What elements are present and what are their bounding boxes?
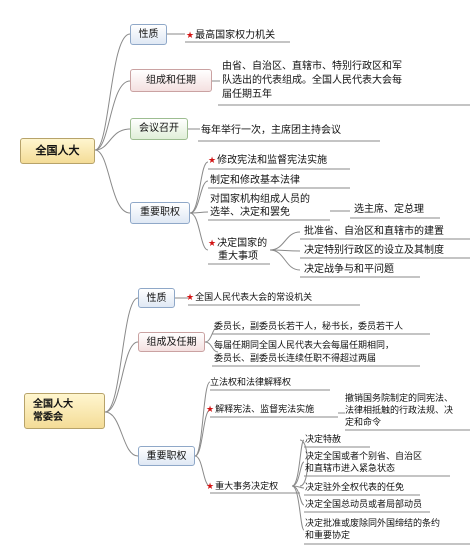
star-icon: ★ [206,482,215,492]
category-powers-label: 重要职权 [140,207,180,218]
decide-item-3: 决定战争与和平问题 [304,264,394,275]
root-npc[interactable]: 全国人大 [20,138,95,164]
category-sc-composition-label: 组成及任期 [146,337,197,348]
category-sc-powers-label: 重要职权 [146,451,187,462]
decide-item-2: 决定特别行政区的设立及其制度 [304,245,444,256]
star-icon: ★ [186,293,195,303]
category-powers[interactable]: 重要职权 [130,202,190,224]
power-decide-1: ★决定国家的 [208,238,268,249]
nature-text: ★最高国家权力机关 [186,30,276,41]
sc-decide-item-4: 决定全国总动员或者局部动员 [305,500,423,510]
meeting-text: 每年举行一次，主席团主持会议 [201,125,341,136]
sc-decide-item-2a: 决定全国或者个别省、自治区 [305,452,423,462]
sc-decide-item-5b: 和重要协定 [305,531,351,541]
sc-interpret-detail-3: 定和命令 [345,418,382,428]
power-amend: ★修改宪法和监督宪法实施 [208,155,328,166]
root-npc-label: 全国人大 [35,144,80,157]
decide-item-1: 批准省、自治区和直辖市的建置 [304,226,444,237]
sc-decide-item-2b: 和直辖市进入紧急状态 [305,464,396,474]
category-composition-label: 组成和任期 [146,75,196,86]
category-sc-powers[interactable]: 重要职权 [138,446,195,466]
sc-decide-item-1: 决定特赦 [305,435,342,445]
root-npcsc-label-2: 常委会 [33,412,63,423]
category-composition[interactable]: 组成和任期 [130,69,212,92]
sc-composition-text-3: 委员长、副委员长连续任职不得超过两届 [214,354,377,364]
category-sc-composition[interactable]: 组成及任期 [138,332,205,352]
star-icon: ★ [208,239,217,249]
sc-composition-text-2: 每届任期同全国人民代表大会每届任期相同， [214,341,395,351]
sc-decide-item-5a: 决定批准或废除同外国缔结的条约 [305,519,441,529]
sc-interpret-detail-2: 法律相抵触的行政法规、决 [345,406,454,416]
sc-power-decide: ★重大事务决定权 [206,482,279,492]
sc-composition-text-1: 委员长，副委员长若干人，秘书长，委员若干人 [214,322,404,332]
power-enact: 制定和修改基本法律 [210,175,300,186]
star-icon: ★ [206,405,215,415]
category-sc-nature-label: 性质 [146,293,167,304]
sc-decide-item-3: 决定驻外全权代表的任免 [305,483,405,493]
power-elect-2: 选举、决定和罢免 [210,207,290,218]
sc-power-legislate: 立法权和法律解释权 [210,378,292,388]
power-elect-detail: 选主席、定总理 [354,204,424,215]
power-elect-1: 对国家机构组成人员的 [210,194,310,205]
root-npcsc[interactable]: 全国人大 常委会 [24,393,105,429]
category-sc-nature[interactable]: 性质 [138,288,175,308]
star-icon: ★ [208,156,217,166]
sc-nature-text: ★全国人民代表大会的常设机关 [186,293,313,303]
power-decide-2: 重大事项 [218,251,258,262]
category-nature-label: 性质 [138,29,159,40]
sc-interpret-detail-1: 撤销国务院制定的同宪法、 [345,394,454,404]
category-nature[interactable]: 性质 [130,24,167,45]
category-meeting-label: 会议召开 [139,123,179,134]
sc-power-interpret: ★解释宪法、监督宪法实施 [206,405,315,415]
composition-text-1: 由省、自治区、直辖市、特别行政区和军 [222,61,402,72]
composition-text-3: 届任期五年 [222,89,272,100]
composition-text-2: 队选出的代表组成。全国人民代表大会每 [222,75,402,86]
root-npcsc-label-1: 全国人大 [33,399,73,410]
category-meeting[interactable]: 会议召开 [130,118,188,140]
star-icon: ★ [186,31,195,41]
